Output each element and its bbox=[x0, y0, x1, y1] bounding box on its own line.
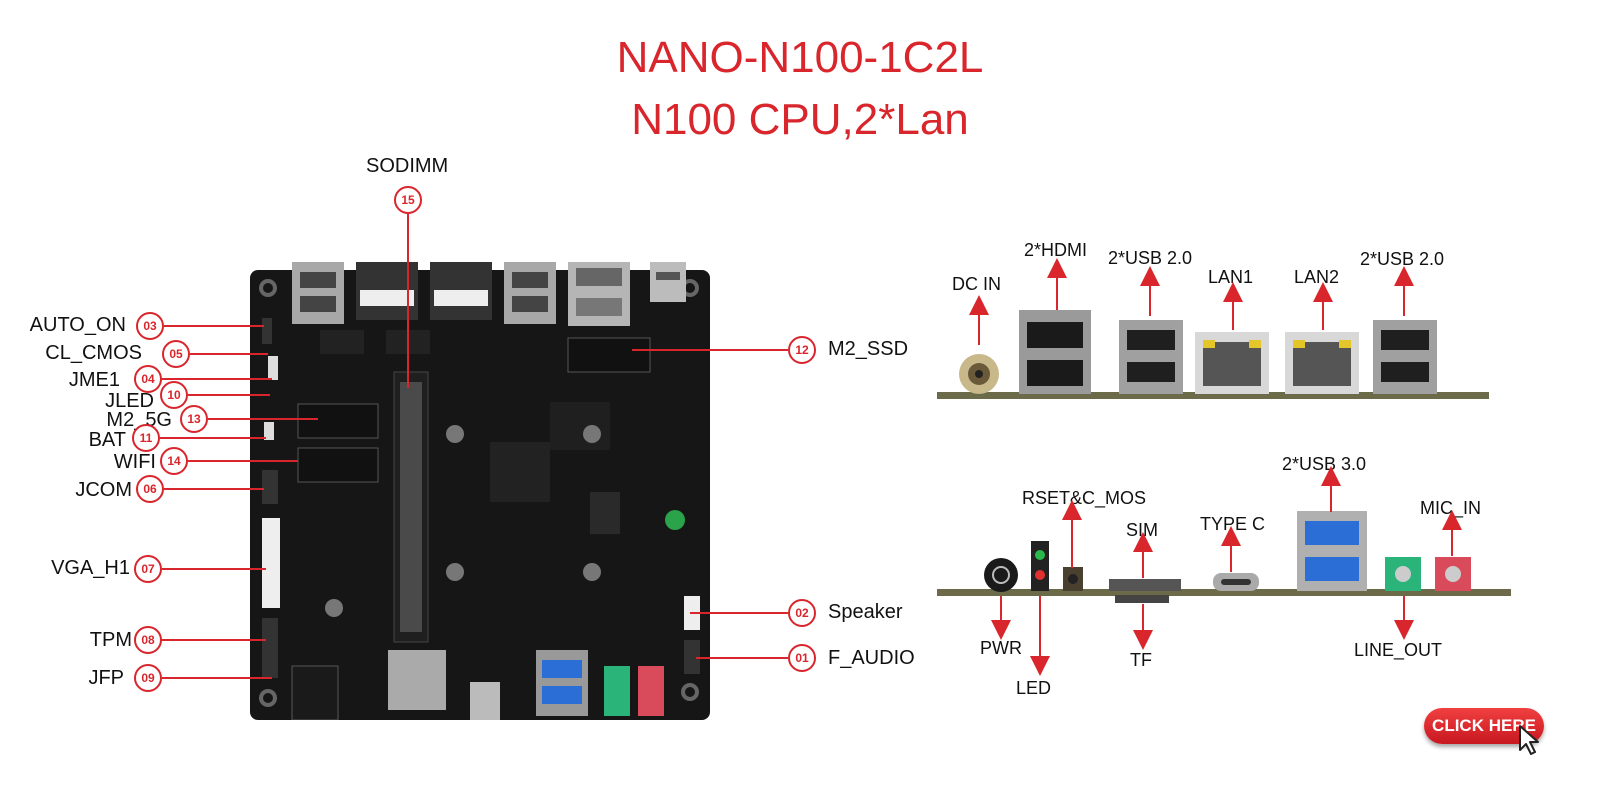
badge-11: 11 bbox=[132, 424, 160, 452]
badge-01: 01 bbox=[788, 644, 816, 672]
label-jme1: JME1 bbox=[68, 369, 120, 391]
label-lan1: LAN1 bbox=[1208, 267, 1254, 287]
leader-line-03 bbox=[164, 325, 264, 327]
leader-line-11 bbox=[160, 437, 266, 439]
leader-line-02 bbox=[690, 612, 788, 614]
leader-line-13 bbox=[208, 418, 318, 420]
label-type-c: TYPE C bbox=[1200, 514, 1266, 534]
badge-06: 06 bbox=[136, 475, 164, 503]
label-lan2: LAN2 bbox=[1294, 267, 1340, 287]
label-led: LED bbox=[1016, 678, 1052, 698]
label-auto-on: AUTO_ON bbox=[29, 314, 126, 336]
leader-line-12 bbox=[632, 349, 788, 351]
label-wifi: WIFI bbox=[113, 451, 156, 473]
label-sodimm: SODIMM bbox=[366, 155, 449, 177]
motherboard-image bbox=[250, 262, 710, 720]
label-sim: SIM bbox=[1126, 520, 1159, 540]
badge-13: 13 bbox=[180, 405, 208, 433]
leader-line-04 bbox=[162, 378, 272, 380]
rear-io-panel-image bbox=[937, 310, 1489, 399]
badge-02: 02 bbox=[788, 599, 816, 627]
badge-09: 09 bbox=[134, 664, 162, 692]
badge-08: 08 bbox=[134, 626, 162, 654]
label-f-audio: F_AUDIO bbox=[828, 647, 915, 669]
label-pwr: PWR bbox=[980, 638, 1022, 658]
label-2-usb20-a: 2*USB 2.0 bbox=[1108, 248, 1193, 268]
badge-07: 07 bbox=[134, 555, 162, 583]
front-io-panel-image bbox=[937, 511, 1511, 603]
badge-04: 04 bbox=[134, 365, 162, 393]
product-model-title: NANO-N100-1C2L bbox=[616, 33, 984, 82]
badge-12: 12 bbox=[788, 336, 816, 364]
click-here-button[interactable]: CLICK HERE bbox=[1418, 700, 1554, 758]
leader-line-05 bbox=[190, 353, 268, 355]
label-vga-h1: VGA_H1 bbox=[51, 557, 130, 579]
badge-03: 03 bbox=[136, 312, 164, 340]
label-m2-5g: M2_5G bbox=[106, 409, 172, 431]
label-dc-in: DC IN bbox=[952, 274, 1001, 294]
click-here-label: CLICK HERE bbox=[1432, 716, 1536, 735]
leader-line-07 bbox=[162, 568, 266, 570]
badge-10: 10 bbox=[160, 381, 188, 409]
label-2-hdmi: 2*HDMI bbox=[1024, 240, 1088, 260]
label-tpm: TPM bbox=[89, 629, 132, 651]
badge-14: 14 bbox=[160, 447, 188, 475]
label-m2-ssd: M2_SSD bbox=[828, 338, 909, 360]
leader-line-08 bbox=[162, 639, 266, 641]
badge-15: 15 bbox=[394, 186, 422, 214]
label-bat: BAT bbox=[88, 429, 126, 451]
label-jled: JLED bbox=[105, 390, 154, 412]
label-tf: TF bbox=[1130, 650, 1152, 670]
label-rset-cmos: RSET&C_MOS bbox=[1022, 488, 1147, 508]
leader-line-10 bbox=[188, 394, 270, 396]
label-speaker: Speaker bbox=[828, 601, 903, 623]
label-line-out: LINE_OUT bbox=[1354, 640, 1443, 660]
leader-line-06 bbox=[164, 488, 264, 490]
leader-line-01 bbox=[696, 657, 788, 659]
label-2-usb30: 2*USB 3.0 bbox=[1282, 454, 1367, 474]
leader-line-15 bbox=[407, 214, 409, 388]
label-jfp: JFP bbox=[88, 667, 124, 689]
leader-line-09 bbox=[162, 677, 272, 679]
leader-line-14 bbox=[188, 460, 298, 462]
label-2-usb20-b: 2*USB 2.0 bbox=[1360, 249, 1445, 269]
label-jcom: JCOM bbox=[75, 479, 132, 501]
cursor-hand-icon bbox=[1519, 725, 1539, 755]
badge-05: 05 bbox=[162, 340, 190, 368]
label-cl-cmos: CL_CMOS bbox=[45, 342, 142, 364]
product-subtitle: N100 CPU,2*Lan bbox=[631, 95, 969, 144]
label-mic-in: MIC_IN bbox=[1420, 498, 1482, 518]
